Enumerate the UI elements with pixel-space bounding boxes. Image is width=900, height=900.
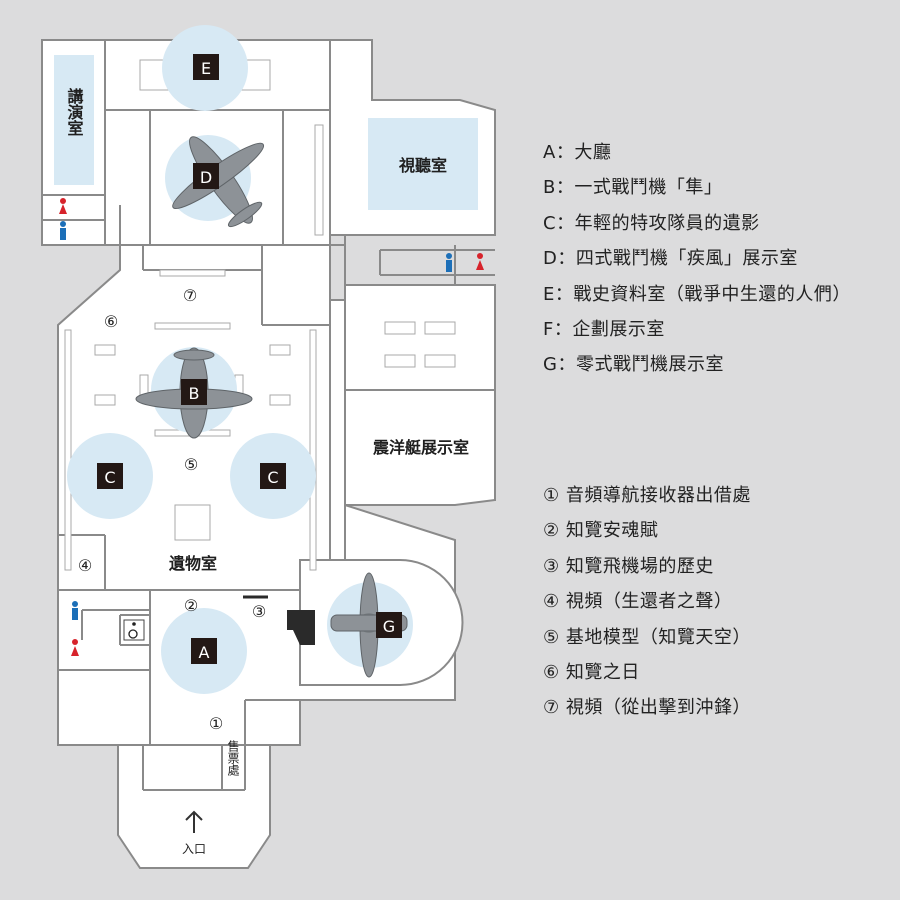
entrance-label: 入口: [182, 842, 206, 856]
zone-c-right-marker: C: [260, 463, 286, 489]
relics-room-label: 遺物室: [169, 554, 217, 573]
shinyo-room-label: 震洋艇展示室: [372, 438, 469, 457]
zone-legend: A：大廳 B：一式戰鬥機「隼」 C：年輕的特攻隊員的遺影 D：四式戰鬥機「疾風」…: [543, 135, 851, 383]
ticket-office-label: 售票處: [226, 739, 240, 776]
lecture-room-label: 講演室: [65, 87, 84, 136]
wheelchair-icon: [123, 619, 145, 641]
zone-g-marker: G: [376, 612, 402, 638]
svg-text:D: D: [200, 168, 212, 187]
point-3: ③: [252, 602, 266, 621]
legend-point-4: ④ 視頻（生還者之聲）: [543, 591, 733, 613]
male-restroom-icon: [60, 221, 452, 620]
restroom-block-lower: [57, 589, 151, 746]
legend-item-e: E：戰史資料室（戰爭中生還的人們）: [543, 283, 851, 305]
svg-text:E: E: [201, 59, 211, 78]
legend-item-a: A：大廳: [543, 142, 612, 163]
room-labels: 講演室 視聽室 震洋艇展示室 遺物室 售票處 入口: [65, 87, 470, 856]
legend-point-2: ② 知覽安魂賦: [543, 520, 659, 542]
up-arrow-icon: [185, 810, 203, 833]
interior-walls: [42, 109, 495, 791]
legend-item-g: G：零式戰鬥機展示室: [543, 354, 724, 376]
zone-markers: E D B C C A G: [97, 54, 402, 664]
lecture-room: [54, 55, 94, 185]
point-7: ⑦: [183, 286, 197, 305]
entrance-vestibule: [117, 744, 271, 869]
av-room: [368, 118, 478, 210]
legend-point-7: ⑦ 視頻（從出擊到沖鋒）: [543, 697, 751, 719]
svg-text:A: A: [199, 643, 210, 662]
svg-text:G: G: [383, 617, 395, 636]
zone-a-marker: A: [191, 638, 217, 664]
legend-point-3: ③ 知覽飛機場的歷史: [543, 555, 714, 577]
point-markers: ① ② ③ ④ ⑤ ⑥ ⑦: [78, 286, 266, 733]
zone-e-marker: E: [193, 54, 219, 80]
zone-b-marker: B: [181, 379, 207, 405]
legend-point-6: ⑥ 知覽之日: [543, 661, 640, 683]
legend-item-b: B：一式戰鬥機「隼」: [543, 177, 723, 199]
svg-text:C: C: [104, 468, 115, 487]
aircraft-g: [330, 572, 408, 678]
legend-item-d: D：四式戰鬥機「疾風」展示室: [543, 248, 798, 270]
legend-point-5: ⑤ 基地模型（知覽天空）: [543, 626, 751, 648]
legend-point-1: ① 音頻導航接收器出借處: [543, 485, 751, 506]
point-2: ②: [184, 596, 198, 615]
point-6: ⑥: [104, 312, 118, 331]
point-legend: ① 音頻導航接收器出借處 ② 知覽安魂賦 ③ 知覽飛機場的歷史 ④ 視頻（生還者…: [543, 478, 751, 726]
legend-item-f: F：企劃展示室: [543, 318, 665, 340]
exhibit-object: [287, 610, 315, 645]
svg-text:C: C: [267, 468, 278, 487]
zone-d-marker: D: [193, 163, 219, 189]
planning-room: [344, 284, 496, 391]
female-restroom-icon: [59, 198, 484, 656]
zone-c-left-marker: C: [97, 463, 123, 489]
point-1: ①: [209, 714, 223, 733]
legend-item-c: C：年輕的特攻隊員的遺影: [543, 212, 760, 234]
av-room-label: 視聽室: [398, 156, 447, 175]
point-5: ⑤: [184, 455, 198, 474]
point-4: ④: [78, 556, 92, 575]
svg-text:B: B: [189, 384, 200, 403]
